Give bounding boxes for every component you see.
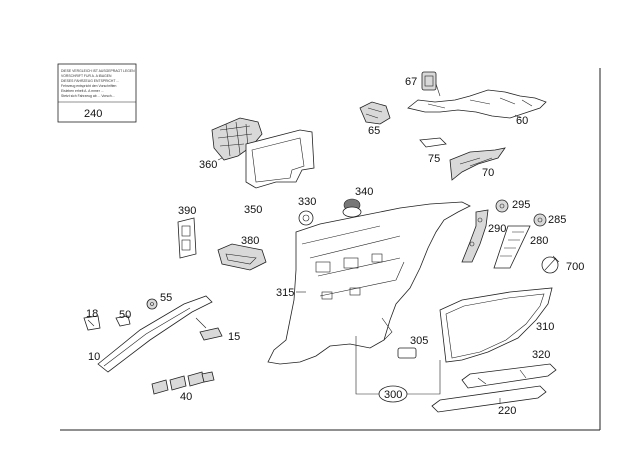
part-285-nut: 285: [533, 213, 566, 227]
part-number-340: 340: [355, 186, 373, 198]
part-number-300: 300: [384, 389, 402, 401]
part-65-clip: 65: [359, 101, 391, 137]
label-box-240: DIESE VERGLEICH IST AUSGEPRAGT LEGEN VOR…: [57, 63, 137, 123]
part-75-pad: 75: [419, 137, 447, 165]
part-55-nut: 55: [146, 292, 172, 310]
part-number-60: 60: [516, 115, 528, 127]
part-number-67: 67: [405, 76, 417, 88]
part-40-switch-buttons: 40: [151, 371, 215, 403]
label-text-line: Fehrzeug entspricht den Vorschriften: [61, 84, 117, 88]
part-number-350: 350: [244, 204, 262, 216]
part-330-grommet: 330: [298, 196, 316, 226]
part-number-280: 280: [530, 235, 548, 247]
part-number-55: 55: [160, 292, 172, 304]
part-320-trim-strip: 320: [461, 349, 557, 389]
part-15-cover: 15: [195, 317, 240, 343]
part-70-bracket: 70: [449, 147, 506, 181]
part-280-holder: 280: [493, 225, 548, 269]
label-text-line: Eisleben erhelt A. A mmer ...: [61, 89, 104, 93]
part-number-285: 285: [548, 214, 566, 226]
part-220-trim-strip: 220: [431, 385, 547, 417]
part-number-18: 18: [86, 308, 98, 320]
part-number-290: 290: [488, 223, 506, 235]
part-60-upper-trim: 60: [407, 89, 547, 127]
part-number-305: 305: [410, 335, 428, 347]
part-number-320: 320: [532, 349, 550, 361]
part-305-cover: 305: [397, 335, 428, 359]
part-10-pillar-trim: 10: [88, 295, 213, 373]
part-295-nut: 295: [495, 199, 530, 213]
part-number-240: 240: [84, 108, 102, 120]
part-67-clip: 67: [405, 71, 441, 97]
part-315-side-panel: 315: [267, 201, 471, 365]
label-text-line: DIESE VERGLEICH IST AUSGEPRAGT LEGEN: [61, 69, 135, 73]
part-number-40: 40: [180, 391, 192, 403]
part-360-speaker-frame: 360: [199, 117, 263, 171]
part-number-390: 390: [178, 205, 196, 217]
part-380-holder: 380: [217, 235, 267, 271]
part-350-trim-panel: 350: [244, 129, 315, 216]
label-text-line: VORSCHRIFT FUR A. A IBAGEN: [61, 74, 112, 78]
part-number-50: 50: [119, 309, 131, 321]
part-number-700: 700: [566, 261, 584, 273]
part-number-330: 330: [298, 196, 316, 208]
part-number-310: 310: [536, 321, 554, 333]
callout-300: 300: [355, 336, 441, 403]
part-number-15: 15: [228, 331, 240, 343]
part-number-295: 295: [512, 199, 530, 211]
part-18-clip: 18: [83, 308, 101, 331]
part-number-65: 65: [368, 125, 380, 137]
part-number-70: 70: [482, 167, 494, 179]
part-number-380: 380: [241, 235, 259, 247]
part-number-220: 220: [498, 405, 516, 417]
part-number-10: 10: [88, 351, 100, 363]
part-number-360: 360: [199, 159, 217, 171]
part-290-bracket: 290: [461, 209, 506, 263]
part-310-side-trim: 310: [439, 287, 554, 363]
part-390-switch-block: 390: [177, 205, 197, 259]
part-50-clip: 50: [115, 309, 131, 327]
part-700-wrench: 700: [541, 255, 584, 274]
part-number-75: 75: [428, 153, 440, 165]
part-number-315: 315: [276, 287, 294, 299]
label-text-line: Stetzt sich Fahrzeug ab ... Vorsch...: [61, 94, 115, 98]
label-text-line: DIESES FAHRZEUG ENTSPRICHT ...: [61, 79, 119, 83]
part-340-cap: 340: [342, 186, 373, 218]
